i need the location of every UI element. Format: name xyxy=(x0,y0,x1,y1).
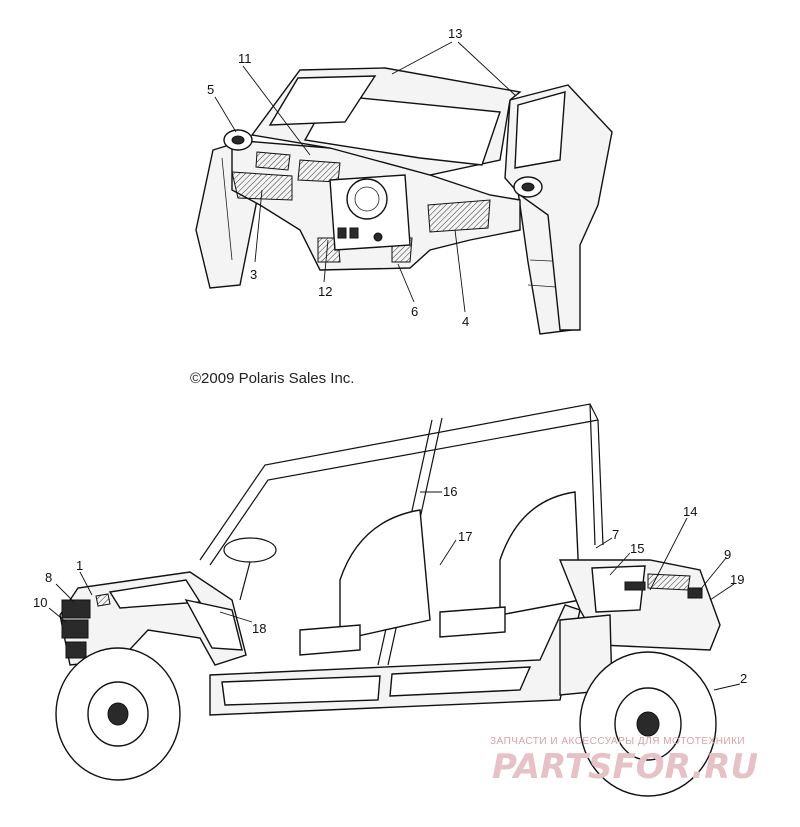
callout-18: 17 xyxy=(458,529,472,544)
callout-11: 10 xyxy=(33,595,47,610)
callout-15: 15 xyxy=(630,541,644,556)
callout-9: 9 xyxy=(724,547,731,562)
callout-14: 14 xyxy=(683,504,697,519)
callout-7: 7 xyxy=(612,527,619,542)
vehicle-leader-lines xyxy=(48,491,741,691)
callout-6: 6 xyxy=(411,304,418,319)
copyright-text: ©2009 Polaris Sales Inc. xyxy=(190,370,354,387)
callout-4: 4 xyxy=(462,314,469,329)
callout-8: 8 xyxy=(45,570,52,585)
callout-19: 19 xyxy=(730,572,744,587)
callout-16: 18 xyxy=(252,621,266,636)
vehicle-illustration xyxy=(55,403,721,797)
callout-12: 12 xyxy=(318,284,332,299)
callout-1: 1 xyxy=(76,558,83,573)
watermark-tagline: ЗАПЧАСТИ И АКСЕССУАРЫ ДЛЯ МОТОТЕХНИКИ xyxy=(490,736,745,747)
callout-10: 11 xyxy=(238,51,252,66)
callout-13: 13 xyxy=(448,26,462,41)
callout-17: 16 xyxy=(443,484,457,499)
watermark-brand: PARTSFOR.RU xyxy=(492,747,758,787)
callout-3: 3 xyxy=(250,267,257,282)
callout-2: 2 xyxy=(740,671,747,686)
dash-assembly-illustration xyxy=(195,67,613,335)
top-leader-lines xyxy=(214,41,517,313)
callout-5: 5 xyxy=(207,82,214,97)
